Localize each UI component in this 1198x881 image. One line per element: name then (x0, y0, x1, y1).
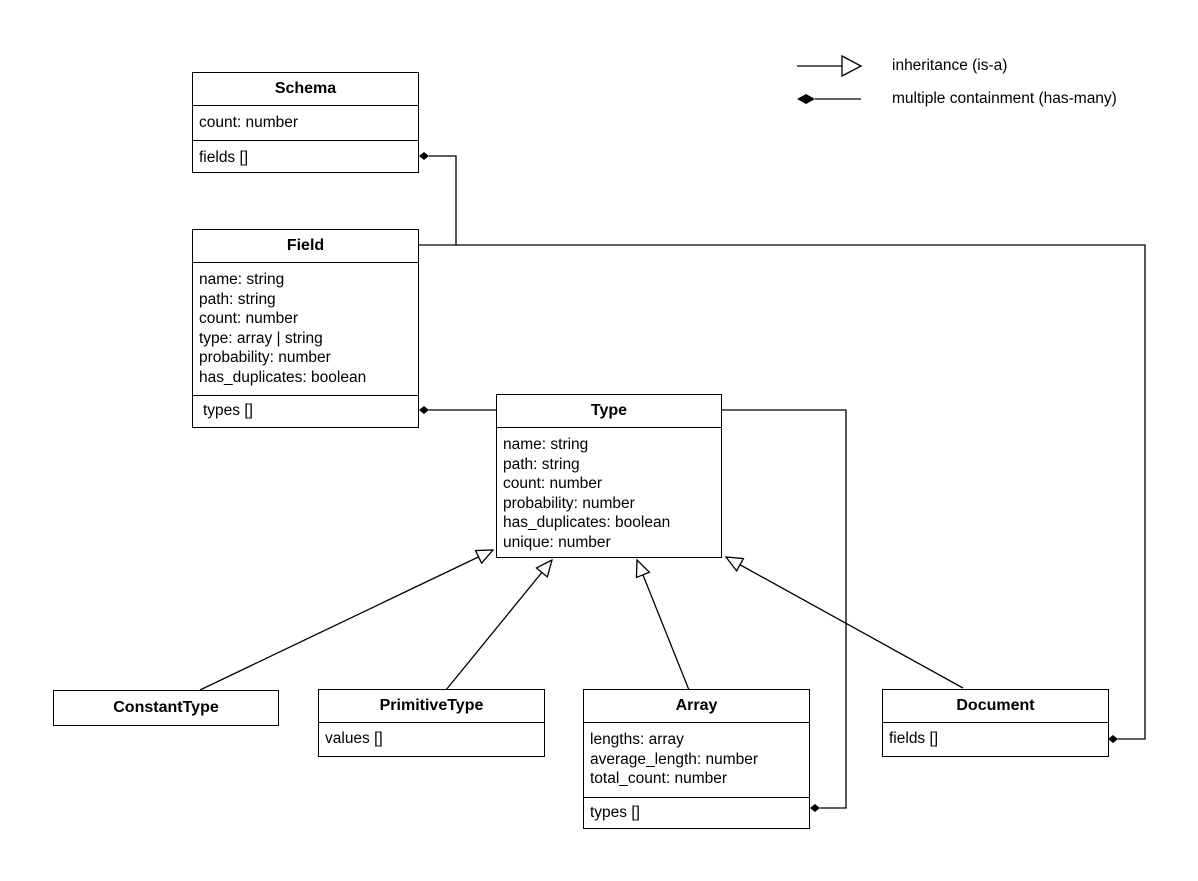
schema-class-name: Schema (193, 73, 418, 106)
schema-class: Schema count: number fields [] (192, 72, 419, 173)
primitivetype-relation: values [] (325, 730, 383, 747)
document-class: Document fields [] (882, 689, 1109, 757)
document-relation: fields [] (889, 730, 939, 747)
type-class: Type name: string path: string count: nu… (496, 394, 722, 558)
primitivetype-relations: values [] (319, 723, 544, 753)
legend-inheritance-label: inheritance (is-a) (892, 57, 1008, 74)
type-attribute: count: number (503, 475, 603, 492)
field-relation: types [] (203, 402, 253, 419)
field-types-containment (419, 406, 497, 414)
field-class: Field name: string path: string count: n… (192, 229, 419, 428)
array-class-name: Array (584, 690, 809, 723)
array-types-containment (721, 409, 847, 812)
constanttype-class-name: ConstantType (113, 699, 219, 716)
field-attribute: type: array | string (199, 329, 323, 347)
field-attributes: name: string path: string count: number … (193, 263, 418, 395)
schema-attribute: count: number (199, 114, 299, 131)
type-attribute: name: string (503, 436, 589, 453)
primitivetype-class-name: PrimitiveType (319, 690, 544, 723)
schema-relation: fields [] (199, 149, 249, 166)
constanttype-class: ConstantType (53, 690, 279, 726)
array-attributes: lengths: array average_length: number to… (584, 723, 809, 797)
type-attribute: has_duplicates: boolean (503, 514, 671, 531)
legend-containment-symbol (797, 94, 861, 104)
type-attribute: path: string (503, 455, 580, 473)
array-relations: types [] (584, 797, 809, 827)
document-relations: fields [] (883, 723, 1108, 753)
schema-attributes: count: number (193, 106, 418, 140)
field-attribute: name: string (199, 271, 285, 288)
legend-inheritance-symbol (797, 54, 863, 78)
schema-fields-containment (419, 152, 457, 246)
field-attribute: path: string (199, 290, 276, 308)
array-attribute: total_count: number (590, 770, 728, 787)
primitivetype-class: PrimitiveType values [] (318, 689, 545, 757)
legend-containment-label: multiple containment (has-many) (892, 90, 1117, 107)
field-attribute: has_duplicates: boolean (199, 368, 367, 386)
primitivetype-inherits-type (445, 560, 552, 691)
document-inherits-type (726, 557, 964, 689)
document-fields-containment (456, 244, 1146, 743)
type-attribute: unique: number (503, 533, 611, 551)
type-class-name: Type (497, 395, 721, 428)
type-attributes: name: string path: string count: number … (497, 428, 721, 556)
array-attribute: lengths: array (590, 731, 684, 748)
field-attribute: count: number (199, 310, 299, 327)
array-inherits-type (637, 560, 690, 691)
array-attribute: average_length: number (590, 750, 759, 768)
field-relations: types [] (193, 395, 418, 425)
type-attribute: probability: number (503, 494, 635, 512)
array-relation: types [] (590, 804, 640, 821)
field-class-name: Field (193, 230, 418, 263)
field-attribute: probability: number (199, 349, 331, 366)
constanttype-inherits-type (199, 550, 493, 691)
document-class-name: Document (883, 690, 1108, 723)
schema-relations: fields [] (193, 140, 418, 172)
array-class: Array lengths: array average_length: num… (583, 689, 810, 829)
